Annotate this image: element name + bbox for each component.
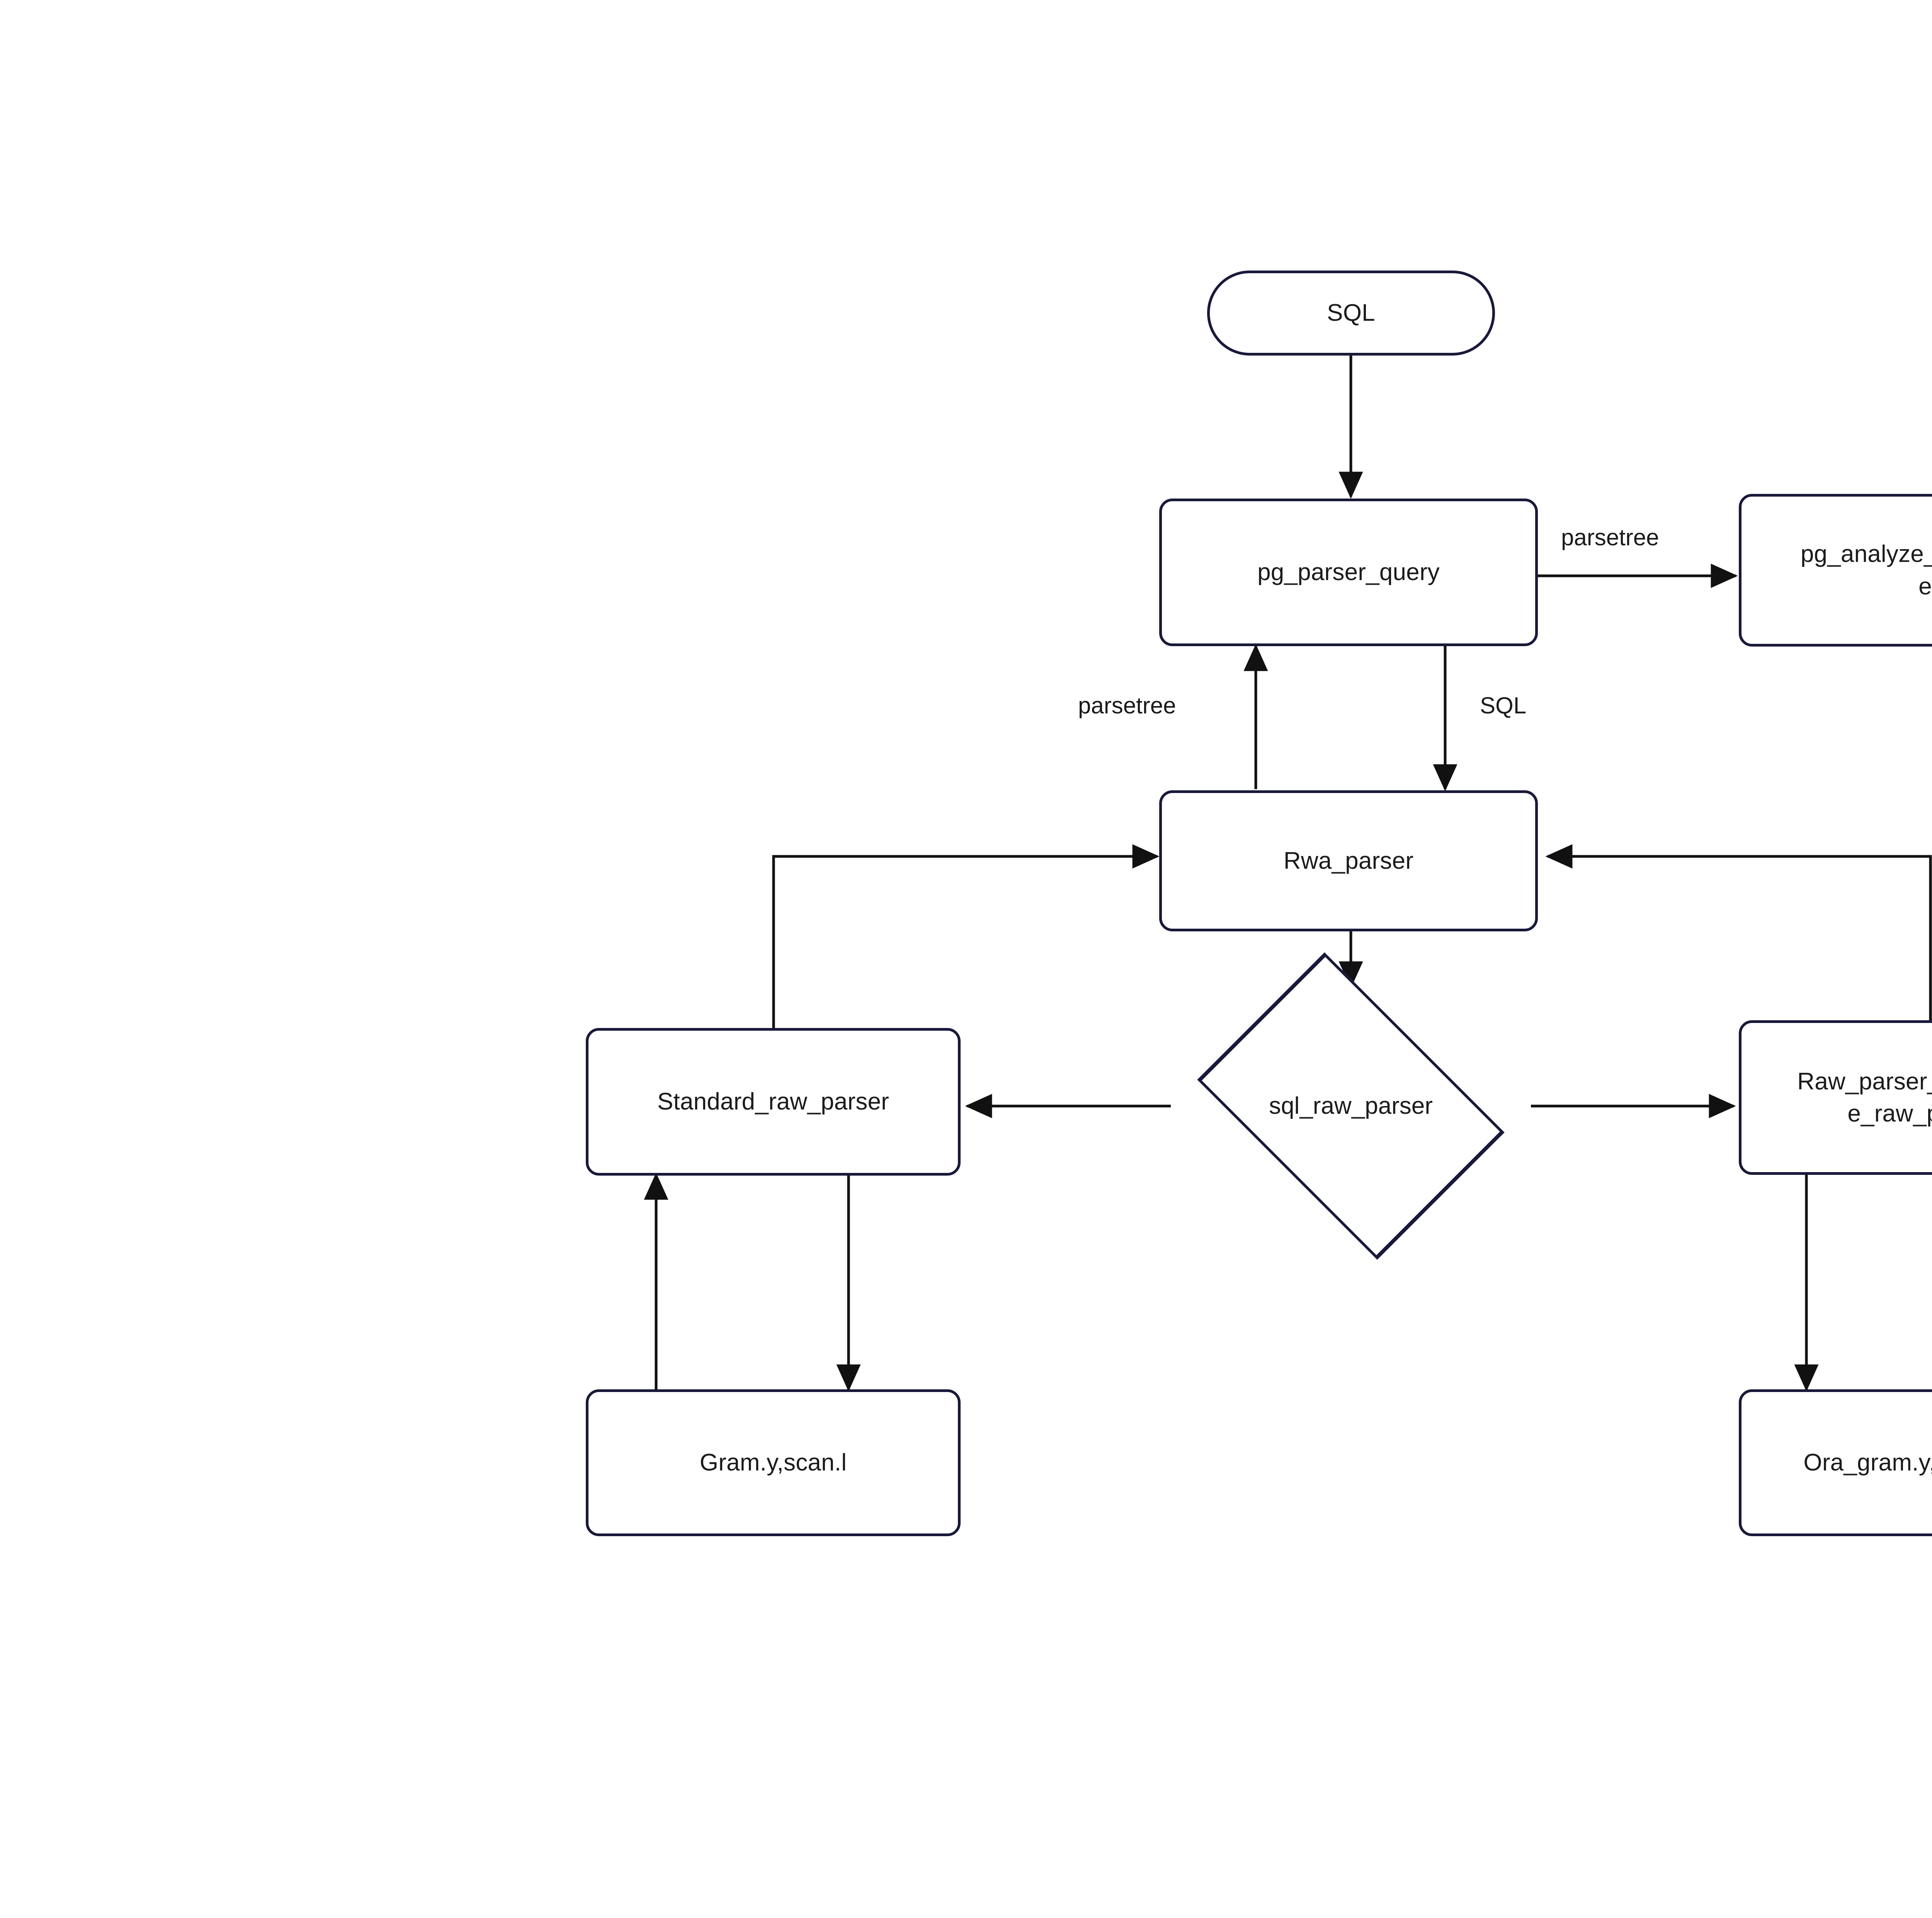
- node-sql-raw-parser[interactable]: sql_raw_parser: [1171, 952, 1531, 1260]
- edge-raw-parser-hook-to-rwa-parser: [1545, 844, 1932, 1028]
- node-sql[interactable]: SQL: [1207, 271, 1495, 356]
- node-raw-parser-hook-label: Raw_parser_hook(oracl e_raw_parser): [1797, 1068, 1932, 1127]
- node-ora-gram-scan[interactable]: Ora_gram.y,ora_scan.l: [1739, 1389, 1932, 1536]
- edge-label-parsetree-to-analyze: parsetree: [1561, 524, 1659, 550]
- node-sql-raw-parser-label: sql_raw_parser: [1269, 1092, 1433, 1119]
- node-pg-parser-query[interactable]: pg_parser_query: [1159, 499, 1538, 646]
- node-pg-analyze-and-rewrite[interactable]: pg_analyze_and_rewrit e: [1739, 494, 1932, 647]
- node-ora-gram-scan-label: Ora_gram.y,ora_scan.l: [1803, 1449, 1932, 1476]
- node-sql-label: SQL: [1327, 300, 1375, 327]
- node-standard-raw-parser-label: Standard_raw_parser: [657, 1088, 889, 1115]
- node-pg-parser-query-label: pg_parser_query: [1257, 559, 1440, 586]
- node-rwa-parser-label: Rwa_parser: [1283, 847, 1414, 874]
- node-pg-analyze-and-rewrite-label: pg_analyze_and_rewrit e: [1800, 541, 1932, 600]
- edge-label-parsetree-to-pg-parser-query: parsetree: [1078, 693, 1176, 718]
- node-rwa-parser[interactable]: Rwa_parser: [1159, 790, 1538, 931]
- node-gram-scan-label: Gram.y,scan.l: [699, 1449, 847, 1476]
- edge-label-sql-to-rwa-parser: SQL: [1480, 693, 1527, 718]
- node-raw-parser-hook[interactable]: Raw_parser_hook(oracl e_raw_parser): [1739, 1020, 1932, 1175]
- node-standard-raw-parser[interactable]: Standard_raw_parser: [586, 1028, 961, 1176]
- edge-standard-raw-parser-to-rwa-parser: [772, 844, 1160, 1028]
- node-gram-scan[interactable]: Gram.y,scan.l: [586, 1389, 961, 1536]
